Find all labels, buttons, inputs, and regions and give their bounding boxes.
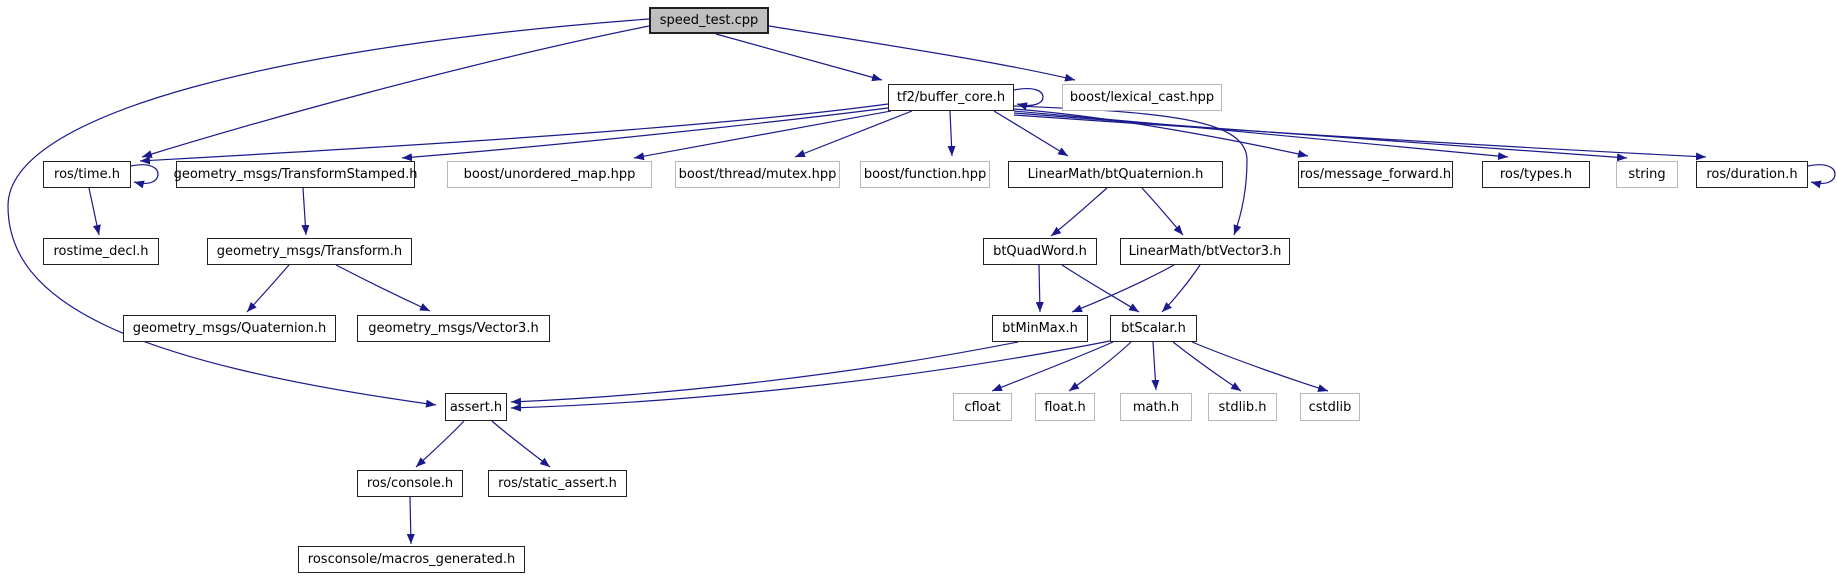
- graph-node-btminmax[interactable]: btMinMax.h: [992, 315, 1088, 342]
- edge-buffer_core-ros_types: [1013, 110, 1509, 161]
- graph-node-label: ros/message_forward.h: [1299, 167, 1452, 182]
- graph-node-function_hpp: boost/function.hpp: [860, 161, 990, 188]
- graph-node-label: geometry_msgs/Transform.h: [216, 244, 403, 259]
- graph-node-vector3[interactable]: geometry_msgs/Vector3.h: [357, 315, 550, 342]
- edge-btquaternion-btquadword: [1050, 187, 1108, 237]
- graph-node-label: math.h: [1132, 399, 1180, 415]
- graph-node-transform[interactable]: geometry_msgs/Transform.h: [207, 238, 412, 265]
- graph-node-static_assert[interactable]: ros/static_assert.h: [488, 470, 627, 497]
- edge-btquadword-btscalar: [1061, 264, 1140, 313]
- edge-ros_console-macros_generated: [406, 496, 415, 545]
- graph-node-label: btScalar.h: [1121, 321, 1186, 336]
- graph-node-ros_types[interactable]: ros/types.h: [1482, 161, 1590, 188]
- edge-speed_test-assert_h: [7, 18, 650, 408]
- graph-node-label: boost/lexical_cast.hpp: [1069, 90, 1215, 105]
- graph-node-label: btQuadWord.h: [993, 244, 1087, 259]
- graph-node-label: geometry_msgs/Vector3.h: [368, 321, 539, 336]
- graph-node-btvector3[interactable]: LinearMath/btVector3.h: [1120, 238, 1290, 265]
- edge-speed_test-lexical_cast: [768, 25, 1076, 82]
- graph-node-label: tf2/buffer_core.h: [896, 90, 1006, 105]
- edge-btvector3-btscalar: [1161, 264, 1201, 313]
- edge-btscalar-math_h: [1151, 341, 1160, 391]
- graph-node-string: string: [1616, 161, 1678, 188]
- edge-btscalar-cstdlib: [1191, 341, 1329, 392]
- graph-node-label: ros/types.h: [1499, 167, 1573, 182]
- graph-node-quaternion[interactable]: geometry_msgs/Quaternion.h: [123, 315, 336, 342]
- edge-buffer_core-buffer_core: [1013, 87, 1044, 111]
- edge-ros_time-ros_time: [130, 164, 159, 189]
- graph-node-label: rostime_decl.h: [53, 244, 149, 259]
- graph-node-label: boost/function.hpp: [863, 167, 987, 182]
- graph-node-btquadword[interactable]: btQuadWord.h: [983, 238, 1097, 265]
- edge-ros_time-rostime_decl: [88, 187, 101, 236]
- graph-node-label: ros/static_assert.h: [498, 476, 617, 491]
- graph-node-speed_test: speed_test.cpp: [649, 7, 769, 34]
- graph-node-ros_duration[interactable]: ros/duration.h: [1696, 161, 1808, 188]
- graph-node-assert_h[interactable]: assert.h: [445, 393, 507, 421]
- edge-buffer_core-transform_stamped: [401, 107, 889, 162]
- graph-node-buffer_core[interactable]: tf2/buffer_core.h: [888, 84, 1014, 111]
- edge-buffer_core-ros_time: [139, 103, 889, 165]
- edge-assert_h-static_assert: [491, 420, 551, 468]
- graph-node-btquaternion[interactable]: LinearMath/btQuaternion.h: [1008, 161, 1223, 188]
- graph-node-label: rosconsole/macros_generated.h: [307, 552, 516, 567]
- graph-node-label: LinearMath/btVector3.h: [1128, 244, 1282, 259]
- edge-btquaternion-btvector3: [1141, 187, 1184, 236]
- graph-node-label: speed_test.cpp: [659, 13, 759, 28]
- graph-node-label: string: [1628, 167, 1666, 182]
- graph-node-label: btMinMax.h: [1002, 321, 1078, 336]
- edge-btquadword-btminmax: [1035, 264, 1044, 313]
- edge-btscalar-assert_h: [510, 340, 1111, 412]
- graph-node-label: assert.h: [449, 399, 503, 415]
- edge-btminmax-assert_h: [510, 341, 1019, 406]
- graph-node-thread_mutex: boost/thread/mutex.hpp: [675, 161, 840, 188]
- edge-buffer_core-btquaternion: [993, 110, 1069, 157]
- graph-node-math_h: math.h: [1120, 393, 1192, 421]
- edge-btscalar-stdlib_h: [1172, 341, 1242, 392]
- edge-btvector3-btminmax: [1071, 264, 1175, 313]
- graph-node-transform_stamped[interactable]: geometry_msgs/TransformStamped.h: [174, 161, 417, 188]
- edge-buffer_core-unordered_map: [633, 110, 892, 161]
- graph-node-rostime_decl[interactable]: rostime_decl.h: [43, 238, 159, 265]
- edge-buffer_core-thread_mutex: [794, 110, 913, 158]
- edge-assert_h-ros_console: [415, 420, 465, 468]
- edge-transform-quaternion: [246, 264, 290, 313]
- edge-transform-vector3: [335, 264, 431, 312]
- graph-node-label: ros/duration.h: [1706, 167, 1798, 182]
- graph-node-ros_time[interactable]: ros/time.h: [43, 161, 131, 188]
- edge-btscalar-cfloat: [991, 341, 1114, 392]
- graph-node-label: float.h: [1044, 399, 1086, 415]
- graph-node-unordered_map: boost/unordered_map.hpp: [447, 161, 652, 188]
- graph-node-btscalar[interactable]: btScalar.h: [1110, 315, 1197, 342]
- edge-transform_stamped-transform: [301, 187, 310, 236]
- graph-node-cstdlib: cstdlib: [1300, 393, 1360, 421]
- graph-node-label: stdlib.h: [1218, 399, 1267, 415]
- graph-node-label: cfloat: [964, 399, 1001, 415]
- edge-btscalar-float_h: [1068, 341, 1132, 392]
- graph-node-label: boost/unordered_map.hpp: [463, 167, 636, 182]
- graph-node-label: geometry_msgs/TransformStamped.h: [173, 167, 418, 182]
- edge-buffer_core-function_hpp: [947, 110, 956, 157]
- graph-node-label: ros/console.h: [366, 476, 454, 491]
- edge-buffer_core-message_forward: [1013, 108, 1309, 158]
- graph-node-float_h: float.h: [1035, 393, 1095, 421]
- edge-speed_test-buffer_core: [715, 33, 883, 82]
- edge-buffer_core-ros_duration: [1013, 114, 1707, 161]
- graph-node-label: LinearMath/btQuaternion.h: [1027, 167, 1204, 182]
- graph-node-ros_console[interactable]: ros/console.h: [357, 470, 463, 497]
- graph-node-lexical_cast: boost/lexical_cast.hpp: [1062, 84, 1222, 111]
- edge-buffer_core-string: [1013, 112, 1628, 162]
- edge-ros_duration-ros_duration: [1807, 164, 1836, 189]
- graph-node-cfloat: cfloat: [953, 393, 1012, 421]
- graph-node-label: cstdlib: [1308, 399, 1352, 415]
- graph-node-stdlib_h: stdlib.h: [1208, 393, 1277, 421]
- graph-node-label: ros/time.h: [54, 167, 120, 182]
- graph-node-label: geometry_msgs/Quaternion.h: [132, 321, 327, 336]
- graph-node-label: boost/thread/mutex.hpp: [678, 167, 837, 182]
- graph-node-message_forward[interactable]: ros/message_forward.h: [1298, 161, 1453, 188]
- edge-speed_test-ros_time: [141, 25, 650, 158]
- graph-node-macros_generated[interactable]: rosconsole/macros_generated.h: [298, 546, 525, 573]
